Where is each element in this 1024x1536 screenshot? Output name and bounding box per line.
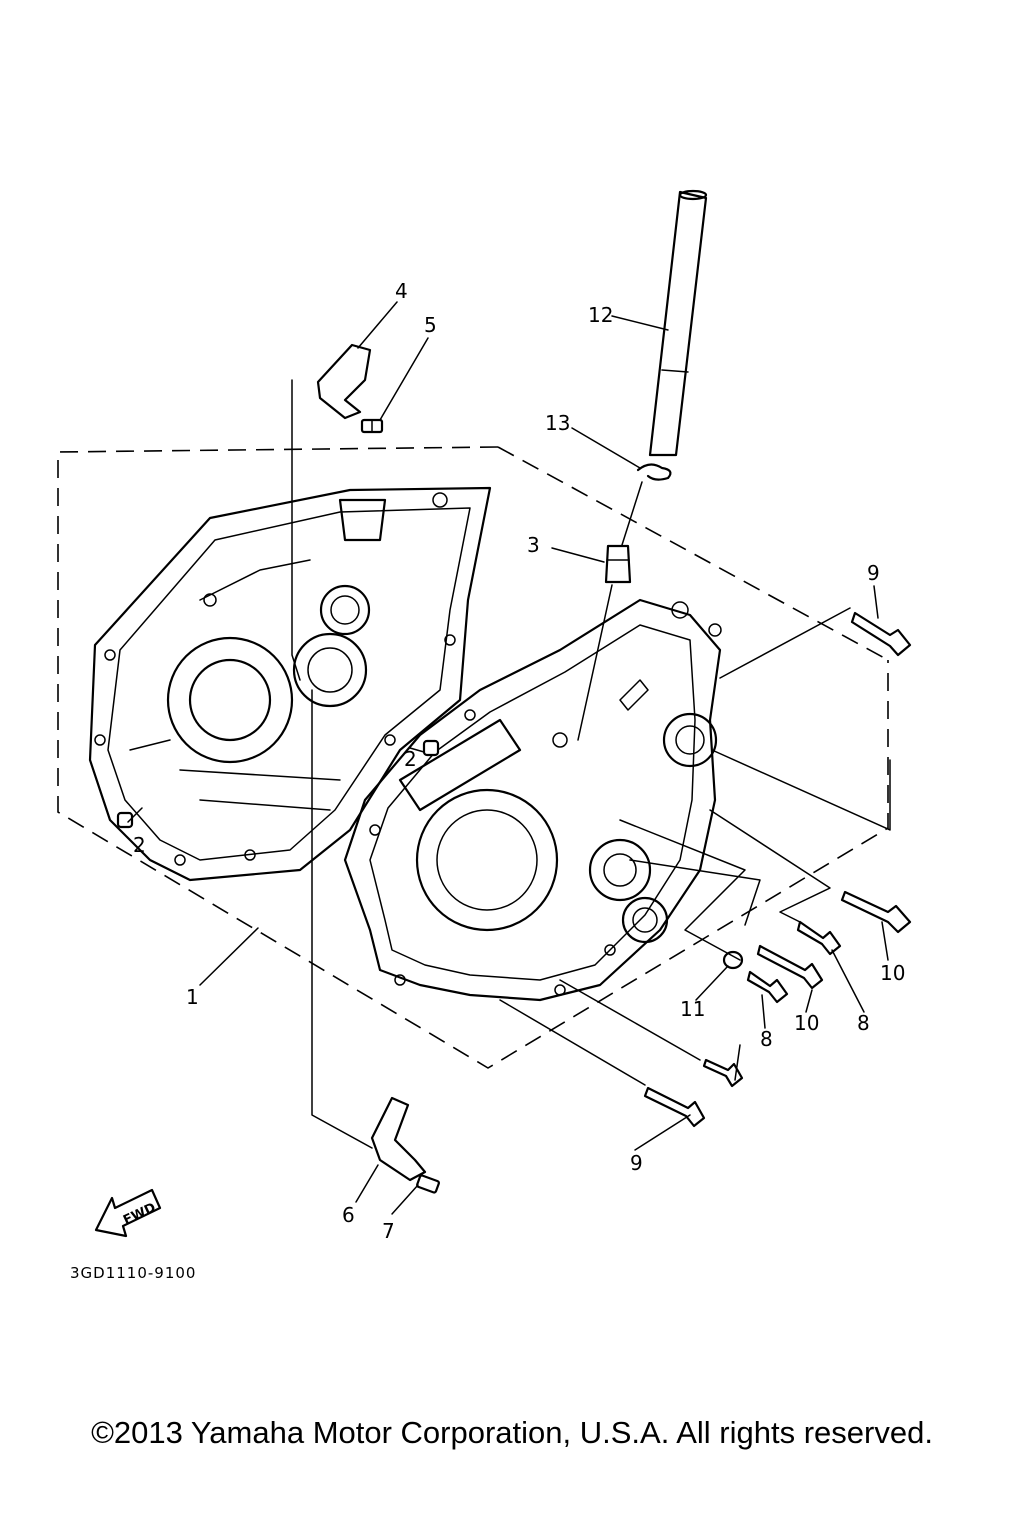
washer-11 [722, 950, 744, 970]
bolt-lower-8a [746, 970, 789, 1004]
screw-lower [416, 1174, 440, 1194]
bolt-mid-8 [796, 920, 842, 956]
part-code: 3GD1110-9100 [70, 1264, 196, 1282]
assembly-bracket [57, 446, 889, 1069]
callout-2: 2 [404, 747, 417, 771]
callout-2: 2 [133, 833, 146, 857]
bolt-mid-10 [756, 944, 824, 990]
callout-10: 10 [794, 1011, 819, 1035]
callout-9: 9 [867, 561, 880, 585]
fwd-label: FWD [121, 1200, 158, 1228]
callout-6: 6 [342, 1203, 355, 1227]
screw-upper [360, 418, 384, 434]
bolt-upper-9 [850, 611, 912, 657]
bracket-upper [316, 343, 372, 420]
fwd-arrow-icon: FWD [94, 1188, 162, 1238]
bracket-lower [370, 1096, 427, 1182]
callout-5: 5 [424, 313, 437, 337]
callout-1: 1 [186, 985, 199, 1009]
callout-11: 11 [680, 997, 705, 1021]
dowel-pin [116, 739, 440, 829]
callout-8: 8 [760, 1027, 773, 1051]
bolt-guide-lines [499, 607, 891, 1086]
crankcase-left-half [88, 486, 492, 882]
callout-7: 7 [382, 1219, 395, 1243]
bolt-lower-8b [702, 1058, 744, 1088]
callout-8: 8 [857, 1011, 870, 1035]
callout-10: 10 [880, 961, 905, 985]
bolt-lower-9 [643, 1086, 706, 1128]
hose-clip [636, 463, 672, 481]
callout-3: 3 [527, 533, 540, 557]
callout-labels: 1 2 2 3 4 5 6 7 8 8 9 9 10 10 11 12 13 [133, 279, 905, 1243]
breather-hose [648, 189, 708, 457]
callout-9: 9 [630, 1151, 643, 1175]
callout-13: 13 [545, 411, 570, 435]
callout-4: 4 [395, 279, 408, 303]
copyright-notice: ©2013 Yamaha Motor Corporation, U.S.A. A… [91, 1415, 933, 1450]
leader-lines [127, 301, 889, 1215]
bolt-right-10 [840, 890, 912, 934]
callout-12: 12 [588, 303, 613, 327]
hose-fitting [604, 544, 632, 584]
crankcase-right-half [343, 598, 722, 1002]
